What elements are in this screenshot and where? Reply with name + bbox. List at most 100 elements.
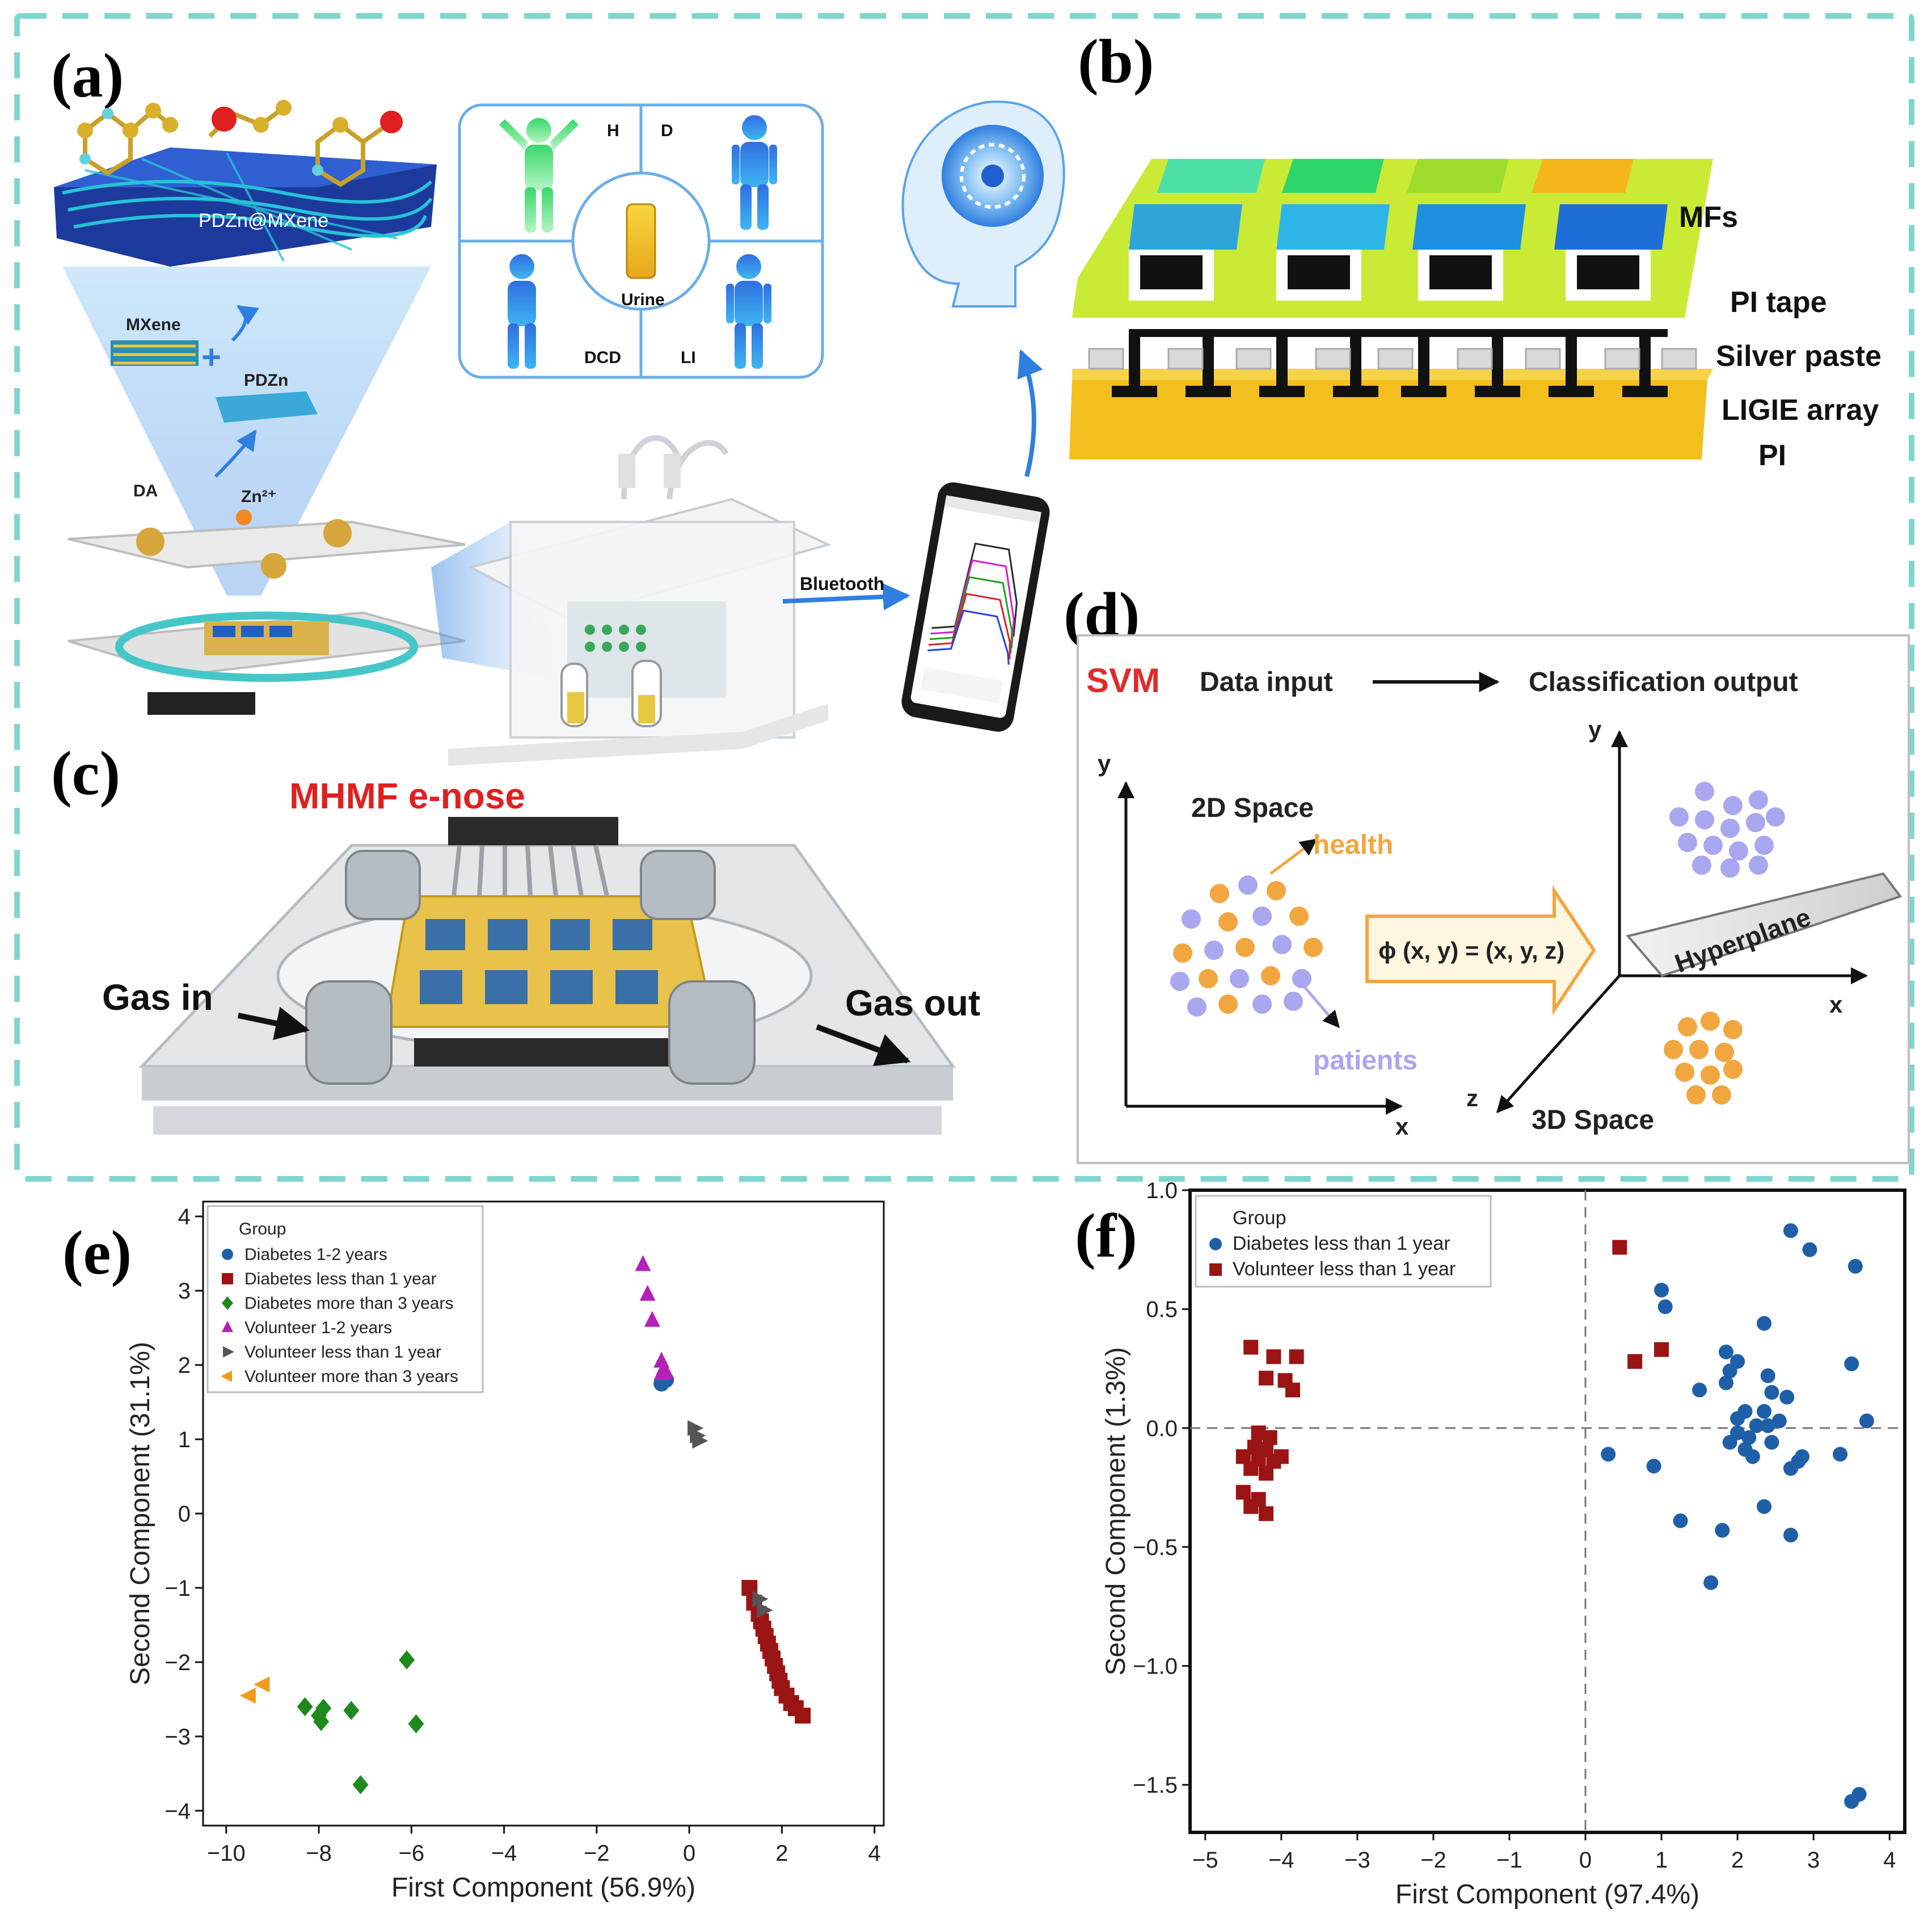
y-tick-label: −4	[164, 1799, 191, 1824]
data-point-diamond	[408, 1714, 424, 1734]
legend-marker	[222, 1296, 233, 1310]
legend-marker	[1209, 1263, 1222, 1276]
legend-entry-label: Diabetes more than 3 years	[244, 1294, 454, 1313]
data-point-square	[1285, 1383, 1300, 1398]
data-point-triangle-left	[239, 1687, 256, 1704]
group-dcd: DCD	[584, 348, 621, 367]
legend-entry-label: Volunteer 1-2 years	[244, 1318, 392, 1337]
panel-label-e: (e)	[62, 1218, 132, 1287]
pdzn-flake	[216, 391, 318, 423]
data-point-circle	[1851, 1786, 1867, 1802]
material-label: PDZn@MXene	[199, 210, 328, 231]
human-li	[726, 254, 771, 369]
data-point-circle	[1719, 1375, 1733, 1390]
mapping-formula: ϕ (x, y) = (x, y, z)	[1378, 937, 1564, 964]
data-point-circle	[1757, 1316, 1772, 1331]
data-input-label: Data input	[1200, 667, 1333, 697]
data-point-square	[1266, 1349, 1281, 1364]
human-dcd	[508, 254, 536, 369]
panel-b: MFs PI tape Silver paste LIGIE array PI	[1069, 159, 1882, 472]
layer-pi: PI	[1758, 439, 1786, 472]
legend-box	[206, 1205, 484, 1393]
enose-title: MHMF e-nose	[289, 776, 525, 816]
data-point-triangle-right	[757, 1602, 773, 1619]
data-point-triangle-left	[254, 1676, 270, 1693]
hyperplane	[1626, 872, 1903, 977]
dashed-border	[14, 13, 1914, 1182]
y-tick-label: 0	[178, 1502, 191, 1527]
y-tick-label: −1.5	[1133, 1773, 1178, 1798]
data-point-circle	[1722, 1435, 1737, 1450]
y-tick-label: 3	[178, 1279, 191, 1304]
screw-bolts	[305, 850, 756, 1085]
x-tick-label: −1	[1496, 1848, 1522, 1873]
data-point-circle	[1764, 1435, 1779, 1450]
x-axis-label: First Component (56.9%)	[391, 1873, 695, 1903]
pi-base	[1069, 380, 1707, 460]
mixed-points-2d	[1170, 875, 1323, 1017]
pdzn-label: PDZn	[244, 371, 288, 390]
y-axis-label: Second Component (1.3%)	[1101, 1347, 1131, 1676]
mapping-arrow	[1365, 885, 1596, 1015]
x-axis-label: First Component (97.4%)	[1395, 1879, 1699, 1910]
y-tick-label: 0.0	[1146, 1416, 1178, 1441]
data-point-circle	[1757, 1404, 1772, 1419]
x-tick-label: −3	[1344, 1848, 1370, 1873]
panel-label-a: (a)	[51, 41, 124, 110]
legend-box	[1195, 1195, 1492, 1288]
legend-marker	[222, 1249, 233, 1260]
gas-analyzer-box	[448, 435, 832, 766]
data-point-square	[795, 1708, 811, 1724]
data-point-circle	[1730, 1411, 1745, 1426]
data-point-diamond	[343, 1701, 360, 1720]
data-point-circle	[1719, 1345, 1733, 1360]
data-point-circle	[1783, 1223, 1798, 1238]
patients-label: patients	[1313, 1046, 1418, 1076]
data-point-triangle-up	[639, 1284, 656, 1301]
panel-c: MHMF e-nose Gas in Gas out	[102, 776, 980, 1135]
data-point-circle	[1749, 1418, 1764, 1434]
health-cluster-3d	[1664, 1012, 1743, 1105]
patient-cluster-3d	[1669, 782, 1785, 878]
bluetooth-label: Bluetooth	[800, 574, 884, 594]
legend-marker	[222, 1321, 233, 1332]
svm-title: SVM	[1086, 661, 1160, 699]
legend-title: Group	[1233, 1207, 1286, 1229]
data-point-square	[1243, 1499, 1259, 1514]
data-point-square	[1243, 1339, 1259, 1355]
arrow-pdzn-up	[231, 305, 259, 342]
mxene-label: MXene	[126, 315, 181, 334]
data-point-circle	[1757, 1499, 1772, 1514]
layer-ligie-array: LIGIE array	[1722, 394, 1879, 427]
data-point-square	[1612, 1240, 1627, 1255]
connector-pins	[448, 817, 618, 845]
urine-label: Urine	[621, 290, 665, 309]
axis-z-3d: z	[1466, 1085, 1478, 1111]
pi-tape	[1072, 159, 1713, 318]
x-tick-label: 0	[683, 1841, 695, 1866]
group-h: H	[607, 121, 619, 140]
legend-entry-label: Diabetes 1-2 years	[244, 1245, 387, 1264]
y-tick-label: −1.0	[1133, 1654, 1178, 1679]
data-point-circle	[1802, 1242, 1817, 1257]
data-point-circle	[1657, 1299, 1673, 1314]
data-point-circle	[1703, 1575, 1719, 1590]
y-tick-label: 1	[178, 1427, 191, 1452]
classification-output-label: Classification output	[1529, 667, 1798, 697]
layer-mfs: MFs	[1679, 201, 1738, 234]
legend-entry-label: Volunteer less than 1 year	[1233, 1258, 1456, 1280]
gas-in-label: Gas in	[102, 977, 213, 1018]
silver-paste	[1088, 348, 1697, 370]
legend-entry-label: Diabetes less than 1 year	[244, 1270, 437, 1288]
panel-label-f: (f)	[1075, 1201, 1137, 1270]
zn-ion	[236, 509, 252, 525]
urine-groups-panel: H D DCD LI Urine	[458, 103, 824, 379]
data-point-triangle-up	[658, 1363, 674, 1379]
data-point-diamond	[399, 1650, 415, 1670]
y-tick-label: −2	[164, 1650, 191, 1675]
data-point-square	[1235, 1485, 1251, 1500]
legend-marker	[1209, 1238, 1222, 1250]
gas-in-arrow	[237, 1006, 310, 1040]
data-point-circle	[1859, 1413, 1874, 1428]
